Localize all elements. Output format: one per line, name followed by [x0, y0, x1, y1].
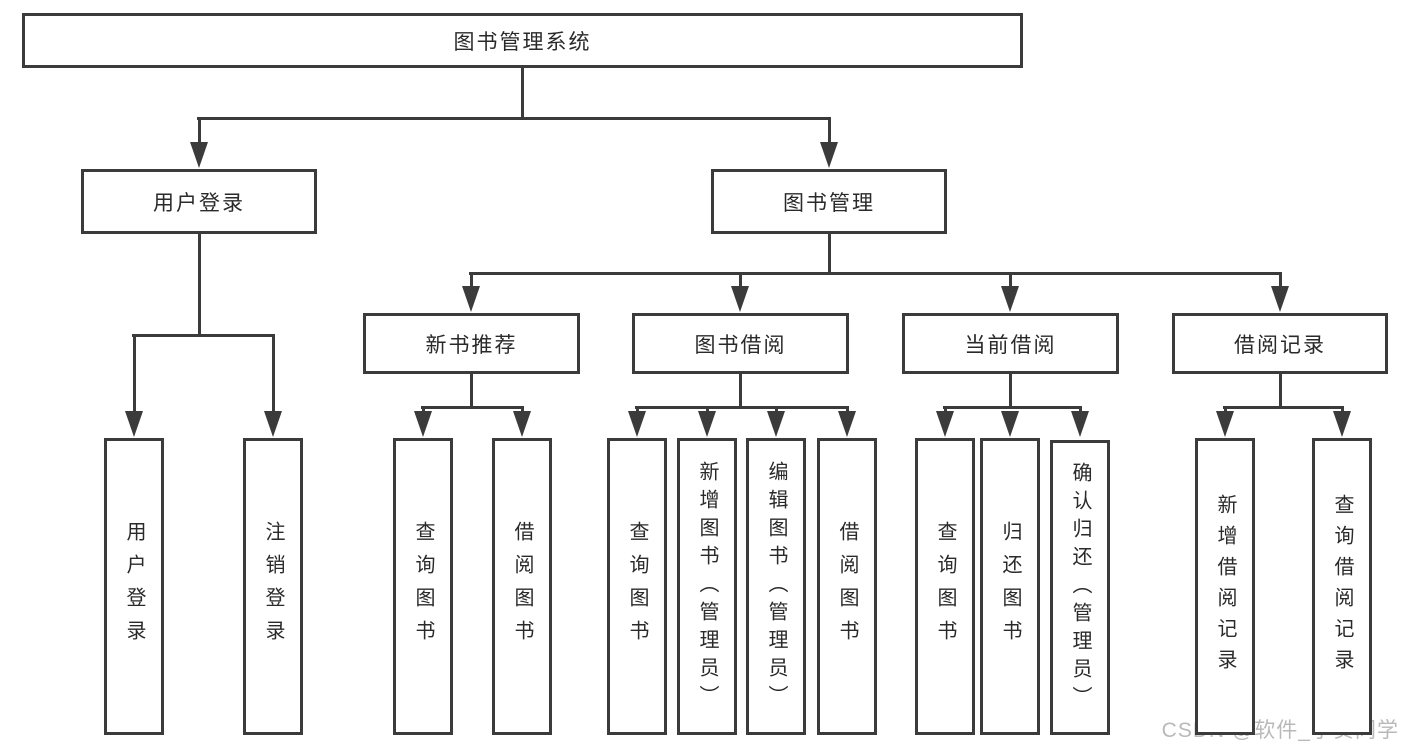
connector-line	[421, 405, 524, 409]
node-label: 新增借阅记录	[1214, 493, 1236, 680]
node-leaf-query-book-2: 查询图书	[607, 438, 667, 735]
node-label: 查询图书	[626, 520, 648, 653]
node-label: 图书管理	[783, 191, 875, 215]
arrowhead-down-icon	[462, 286, 480, 312]
node-leaf-return-book: 归还图书	[980, 438, 1040, 735]
arrowhead-down-icon	[838, 411, 856, 437]
arrowhead-down-icon	[1333, 411, 1351, 437]
connector-line	[1008, 273, 1012, 293]
connector-line	[469, 271, 1282, 275]
node-label: 新书推荐	[425, 333, 518, 357]
connector-line	[469, 373, 473, 409]
node-label: 借阅记录	[1234, 333, 1326, 357]
node-new-book-rec: 新书推荐	[363, 313, 580, 374]
node-leaf-borrow-book-2: 借阅图书	[817, 438, 877, 735]
arrowhead-down-icon	[767, 411, 785, 437]
connector-line	[738, 273, 742, 293]
arrowhead-down-icon	[628, 411, 646, 437]
connector-line	[635, 405, 849, 409]
connector-line	[827, 118, 831, 150]
arrowhead-down-icon	[820, 142, 838, 168]
connector-line	[197, 116, 831, 120]
arrowhead-down-icon	[125, 411, 143, 437]
node-label: 图书借阅	[694, 333, 787, 357]
node-label: 查询图书	[412, 520, 434, 653]
node-leaf-edit-book-admin: 编辑图书（管理员）	[746, 438, 806, 735]
node-leaf-query-book-1: 查询图书	[393, 438, 453, 735]
node-book-borrow: 图书借阅	[632, 313, 849, 374]
node-leaf-add-borrow-rec: 新增借阅记录	[1195, 438, 1255, 735]
connector-line	[197, 233, 201, 337]
node-leaf-borrow-book-1: 借阅图书	[492, 438, 552, 735]
arrowhead-down-icon	[936, 411, 954, 437]
connector-line	[132, 333, 275, 337]
connector-line	[827, 233, 831, 275]
connector-line	[1278, 273, 1282, 293]
arrowhead-down-icon	[190, 142, 208, 168]
node-book-mgmt: 图书管理	[711, 169, 947, 234]
node-label: 查询图书	[934, 520, 956, 653]
node-leaf-query-book-3: 查询图书	[915, 438, 975, 735]
node-label: 注销登录	[262, 520, 284, 653]
node-label: 借阅图书	[836, 520, 858, 653]
node-label: 图书管理系统	[453, 30, 592, 54]
connector-line	[738, 373, 742, 409]
arrowhead-down-icon	[731, 286, 749, 312]
arrowhead-down-icon	[513, 411, 531, 437]
arrowhead-down-icon	[1271, 286, 1289, 312]
node-label: 用户登录	[153, 191, 245, 215]
arrowhead-down-icon	[414, 411, 432, 437]
node-label: 用户登录	[123, 520, 145, 653]
arrowhead-down-icon	[1001, 411, 1019, 437]
arrowhead-down-icon	[1001, 286, 1019, 312]
node-label: 确认归还（管理员）	[1069, 461, 1091, 714]
node-leaf-confirm-return: 确认归还（管理员）	[1050, 440, 1110, 735]
node-borrow-records: 借阅记录	[1172, 313, 1388, 374]
arrowhead-down-icon	[264, 411, 282, 437]
connector-line	[943, 405, 1082, 409]
arrowhead-down-icon	[1071, 411, 1089, 437]
node-leaf-logout: 注销登录	[243, 438, 303, 735]
node-label: 查询借阅记录	[1331, 493, 1353, 680]
node-root: 图书管理系统	[22, 13, 1023, 68]
node-label: 新增图书（管理员）	[696, 460, 718, 713]
node-label: 借阅图书	[511, 520, 533, 653]
node-label: 归还图书	[999, 520, 1021, 653]
connector-line	[469, 273, 473, 293]
arrowhead-down-icon	[1216, 411, 1234, 437]
node-leaf-add-book-admin: 新增图书（管理员）	[677, 438, 737, 735]
node-current-borrow: 当前借阅	[902, 313, 1119, 374]
node-label: 编辑图书（管理员）	[765, 460, 787, 713]
node-user-login: 用户登录	[81, 169, 317, 234]
connector-line	[1278, 373, 1282, 409]
connector-line	[132, 335, 136, 415]
connector-line	[271, 335, 275, 415]
connector-line	[1223, 405, 1344, 409]
connector-line	[520, 66, 524, 120]
node-leaf-query-borrow-rec: 查询借阅记录	[1312, 438, 1372, 735]
node-label: 当前借阅	[964, 333, 1057, 357]
connector-line	[1008, 373, 1012, 409]
connector-line	[197, 118, 201, 150]
node-leaf-user-login: 用户登录	[104, 438, 164, 735]
arrowhead-down-icon	[698, 411, 716, 437]
